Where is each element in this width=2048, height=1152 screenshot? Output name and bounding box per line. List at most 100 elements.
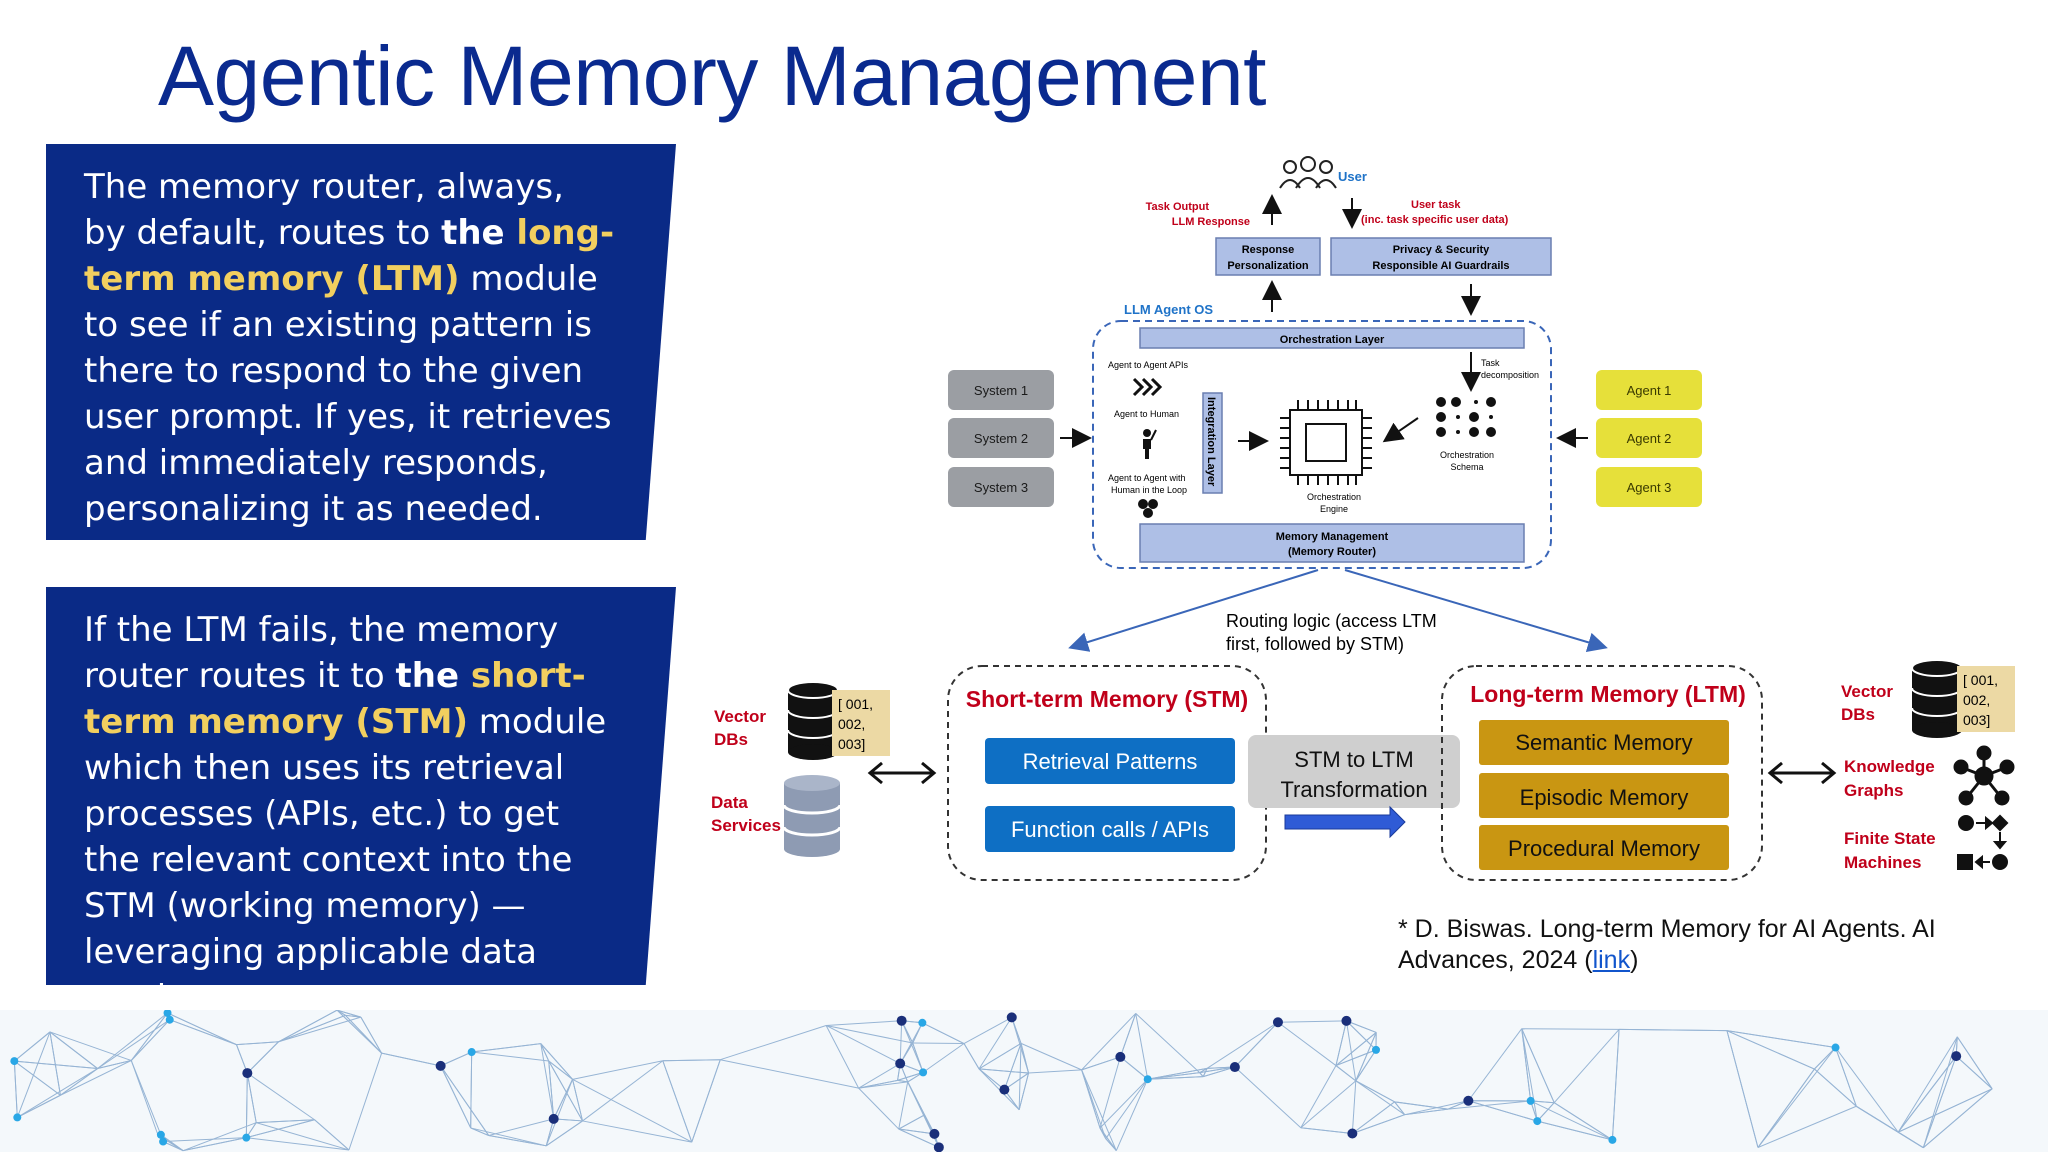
network-line [440, 1051, 472, 1067]
network-line [1537, 1120, 1613, 1141]
network-node [918, 1018, 927, 1027]
network-line [1081, 1056, 1121, 1071]
network-line [691, 1059, 721, 1143]
network-line [548, 1060, 555, 1119]
response-personalization-label-2: Personalization [1227, 260, 1309, 272]
network-line [1355, 1049, 1377, 1082]
integration-layer-box [1202, 392, 1223, 494]
network-line [898, 1128, 940, 1148]
network-node [919, 1068, 928, 1077]
network-line [1202, 1068, 1208, 1077]
knowledge-graph-icon [1953, 745, 2015, 806]
network-node [242, 1133, 251, 1142]
architecture-diagram: User Task Output LLM Response User task … [711, 156, 2015, 881]
knowledge-label-1: Knowledge [1844, 757, 1935, 776]
stm-function-calls [985, 806, 1235, 852]
network-node [467, 1048, 476, 1057]
network-line [1135, 1013, 1149, 1080]
network-line [130, 1019, 171, 1061]
network-line [1553, 1029, 1620, 1104]
network-line [97, 1012, 168, 1069]
network-line [1300, 1080, 1357, 1129]
network-node [156, 1130, 165, 1139]
network-node [1341, 1015, 1352, 1026]
panel2-text-2: the [395, 656, 471, 696]
network-line [572, 1079, 584, 1122]
network-line [278, 1014, 346, 1043]
network-line [1521, 1028, 1532, 1101]
network-line [898, 1128, 935, 1135]
network-line [336, 1010, 361, 1018]
network-line [540, 1043, 550, 1062]
network-line [236, 1044, 248, 1074]
network-line [1394, 1101, 1449, 1110]
system-3-label: System 3 [974, 480, 1028, 495]
left-id-3: 003] [838, 736, 865, 752]
network-line [662, 1060, 693, 1143]
network-node [1006, 1012, 1017, 1023]
right-vector-db-icon [1911, 659, 1963, 738]
right-ids-note [1957, 666, 2015, 732]
chip-icon [1280, 400, 1372, 485]
agent-1-label: Agent 1 [1627, 383, 1672, 398]
memory-management-box [1139, 523, 1525, 563]
network-line [1277, 1021, 1337, 1066]
network-line [1081, 1069, 1101, 1129]
network-line [470, 1127, 489, 1137]
network-line [1206, 1021, 1279, 1069]
network-line [978, 1068, 1029, 1074]
network-line [360, 1016, 383, 1054]
network-line [978, 1017, 1013, 1070]
network-line [1346, 1020, 1377, 1033]
network-node [1272, 1017, 1283, 1028]
stm-item-1-label: Retrieval Patterns [1023, 749, 1198, 774]
network-line [1530, 1100, 1613, 1141]
network-line [1897, 1055, 1957, 1133]
network-line [978, 1068, 1020, 1111]
network-line [130, 1012, 168, 1061]
user-icon [1279, 156, 1337, 189]
left-data-label-2: Services [711, 816, 781, 835]
network-line [1955, 1055, 1993, 1090]
network-line [1468, 1100, 1538, 1122]
network-node [933, 1142, 944, 1152]
network-line [897, 1079, 908, 1083]
network-node [896, 1015, 907, 1026]
network-line [825, 1025, 860, 1089]
system-1-box [948, 370, 1054, 410]
network-line [1956, 1036, 1993, 1090]
network-line [1553, 1102, 1613, 1141]
network-node [1143, 1075, 1152, 1084]
response-personalization-box [1215, 237, 1321, 276]
network-node [1951, 1051, 1962, 1062]
page-title: Agentic Memory Management [158, 29, 1267, 123]
network-line [1521, 1028, 1538, 1122]
network-line [858, 1063, 901, 1089]
stm-ltm-transformation-box [1248, 735, 1460, 808]
network-node [1371, 1045, 1380, 1054]
ltm-item-2-label: Episodic Memory [1520, 785, 1689, 810]
network-node [929, 1128, 940, 1139]
network-node [1831, 1043, 1840, 1052]
ltm-item-1-label: Semantic Memory [1515, 730, 1692, 755]
routing-label-1: Routing logic (access LTM [1226, 611, 1437, 631]
network-line [278, 1010, 338, 1043]
network-line [1404, 1108, 1449, 1116]
agent-3-label: Agent 3 [1627, 480, 1672, 495]
network-line [169, 1019, 237, 1046]
network-line [1020, 1042, 1082, 1071]
network-node [10, 1057, 19, 1066]
network-line [1119, 1013, 1137, 1058]
network-line [899, 1020, 903, 1064]
network-line [582, 1120, 692, 1143]
network-line [922, 1022, 965, 1044]
left-double-arrow [867, 761, 937, 785]
network-line [130, 1060, 159, 1136]
citation-link[interactable]: link [1592, 946, 1631, 974]
network-line [440, 1065, 490, 1136]
network-line [1611, 1029, 1620, 1140]
ltm-semantic-memory [1479, 720, 1729, 765]
ltm-procedural-memory [1479, 825, 1729, 870]
right-vector-label-2: DBs [1841, 705, 1875, 724]
network-line [1922, 1055, 1957, 1148]
